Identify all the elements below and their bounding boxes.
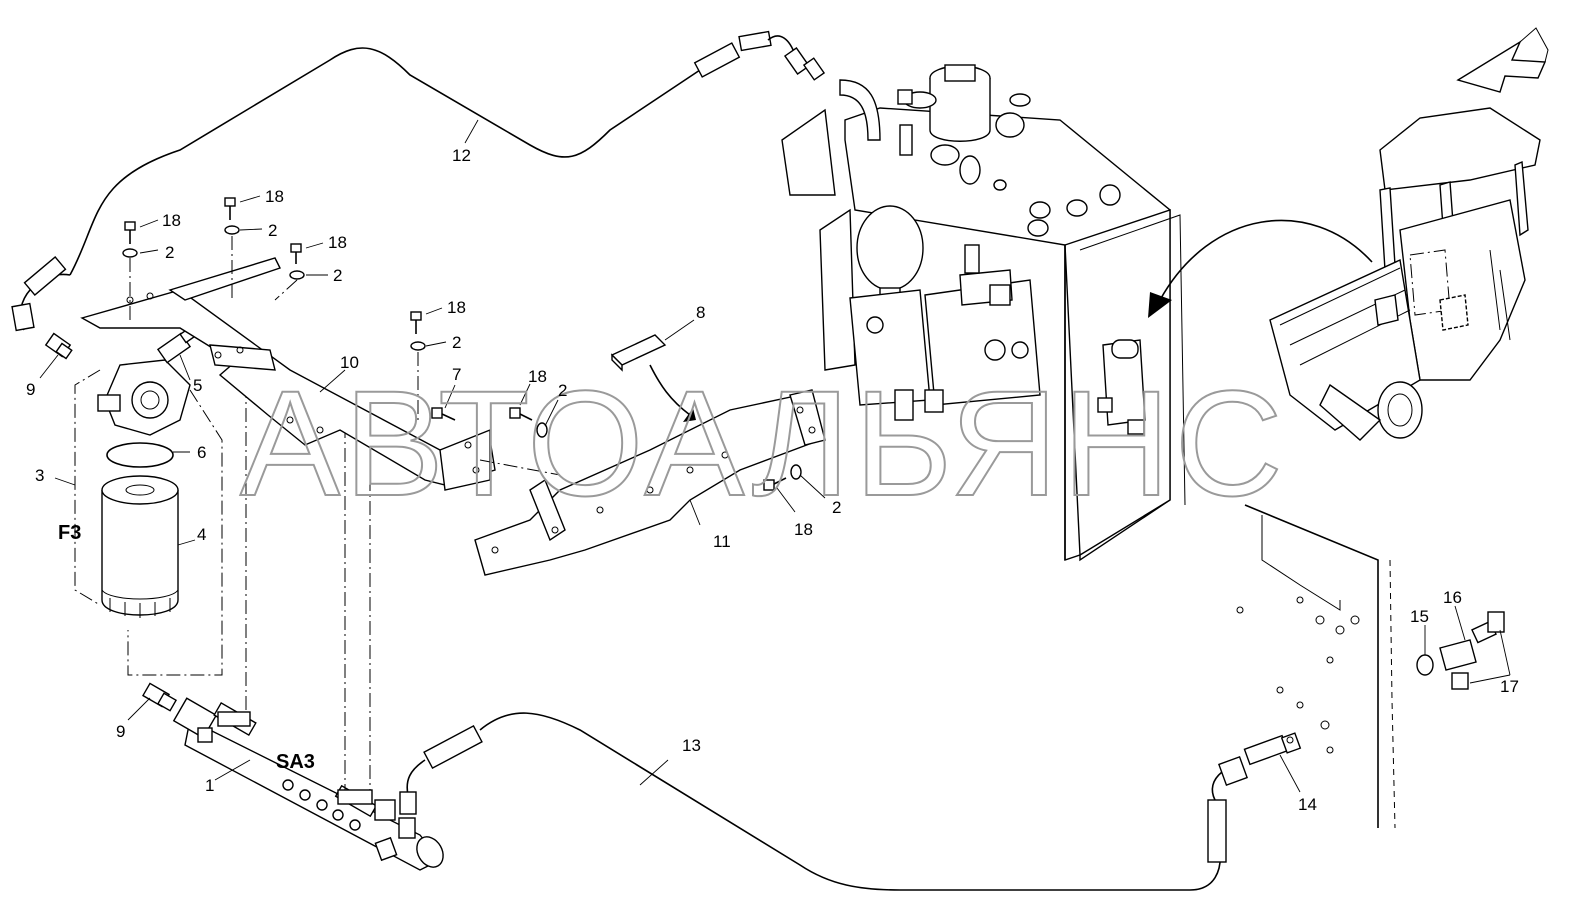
callout-8: 8: [696, 303, 705, 322]
leader-lines: [39, 119, 1511, 793]
callout-2: 2: [268, 221, 277, 240]
arrow-block-8: [649, 364, 691, 416]
bracket-10: [80, 257, 496, 491]
callout-18: 18: [162, 211, 181, 230]
callout-2: 2: [832, 498, 841, 517]
callout-18: 18: [447, 298, 466, 317]
bolt-18-e: [509, 407, 533, 421]
view-direction-arrow: [1456, 27, 1549, 93]
bracket-11: [474, 389, 826, 576]
washer-2-b: [224, 225, 240, 235]
callout-9: 9: [26, 380, 35, 399]
hose-13: [399, 712, 1248, 891]
paver-machine: [1269, 107, 1541, 441]
circuit-label-f3: F3: [58, 522, 81, 544]
fitting-9-lower: [142, 682, 178, 712]
hydraulic-tank: [781, 64, 1186, 562]
callout-5: 5: [193, 376, 202, 395]
callout-2: 2: [165, 243, 174, 262]
washer-2-f: [790, 464, 802, 480]
callout-13: 13: [682, 736, 701, 755]
callout-18: 18: [265, 187, 284, 206]
washer-2-e: [536, 422, 548, 438]
plugs-17: [1451, 611, 1505, 690]
arrow-head-8: [683, 408, 696, 422]
callout-18: 18: [794, 520, 813, 539]
chassis-plate: [1236, 504, 1396, 829]
washer-2-c: [289, 270, 305, 280]
bolt-18-d: [410, 311, 422, 334]
callout-7: 7: [452, 365, 461, 384]
callout-9: 9: [116, 722, 125, 741]
o-ring-6: [106, 442, 174, 468]
bolts-and-washers: [122, 197, 802, 805]
callout-10: 10: [340, 353, 359, 372]
callout-17: 17: [1500, 677, 1519, 696]
location-arrow: [1159, 219, 1373, 301]
watermark: АВТОАЛЬЯНС: [240, 359, 1287, 527]
callout-18: 18: [328, 233, 347, 252]
filter-assembly-frame: [74, 369, 223, 676]
bolt-18-a: [124, 221, 136, 244]
callout-11: 11: [713, 532, 731, 551]
callout-3: 3: [35, 466, 44, 485]
callout-16: 16: [1443, 588, 1462, 607]
callouts: 18 2 18 2 18 2 18 2 18 2 7 10 8 11 18 2 …: [26, 146, 1519, 814]
bolt-18-f: [763, 477, 787, 491]
location-arrow-head: [1148, 292, 1172, 318]
fitting-15: [1416, 654, 1434, 676]
callout-1: 1: [205, 776, 214, 795]
callout-2: 2: [558, 381, 567, 400]
callout-2: 2: [452, 333, 461, 352]
bolt-dash-guides: [129, 236, 419, 420]
bracket-clamp-lower: [217, 711, 373, 805]
callout-18: 18: [528, 367, 547, 386]
bolt-18-b: [224, 197, 236, 220]
block-8: [610, 334, 667, 372]
callout-14: 14: [1298, 795, 1317, 814]
callout-12: 12: [452, 146, 471, 165]
callout-15: 15: [1410, 607, 1429, 626]
bolt-18-c: [290, 243, 302, 264]
filter-element-4: [101, 475, 179, 618]
washer-2-a: [122, 248, 138, 258]
mounting-lines: [245, 360, 371, 790]
circuit-label-sa3: SA3: [276, 751, 315, 773]
filter-head: [97, 326, 197, 436]
callout-2: 2: [333, 266, 342, 285]
hose-12: [11, 30, 826, 332]
bolt-7: [431, 407, 456, 421]
washer-2-d: [410, 341, 426, 351]
callout-4: 4: [197, 525, 206, 544]
fitting-9-top: [44, 332, 73, 360]
callout-6: 6: [197, 443, 206, 462]
